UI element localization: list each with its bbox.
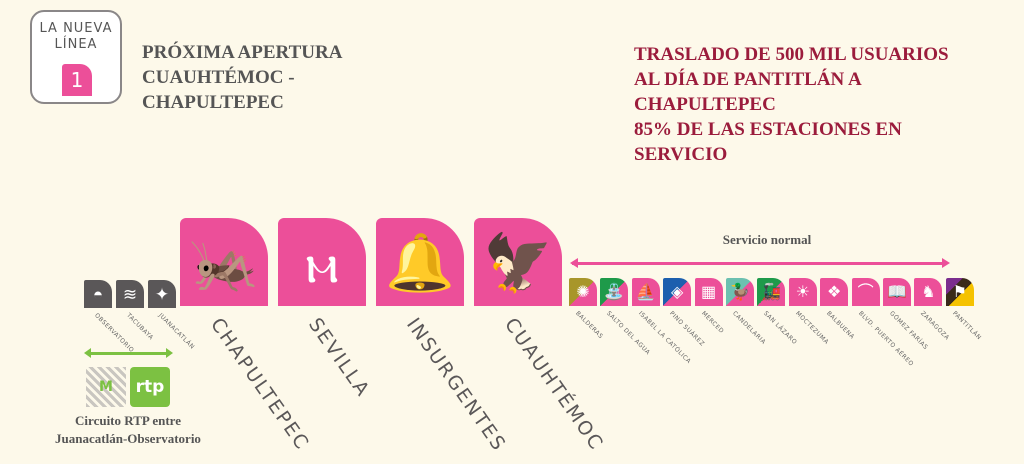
rtp-caption: Circuito RTP entre Juanacatlán-Observato… xyxy=(30,412,226,448)
station-label: INSURGENTES xyxy=(401,314,511,456)
heading-line: CHAPULTEPEC xyxy=(142,92,284,113)
caption-line: Juanacatlán-Observatorio xyxy=(55,431,201,446)
headdress-icon[interactable]: ☀ xyxy=(788,278,817,306)
flower-pattern-icon[interactable]: ❖ xyxy=(820,278,849,306)
station-label: SAN LÁZARO xyxy=(762,310,799,347)
book-icon[interactable]: 📖 xyxy=(883,278,911,306)
heading-line: SERVICIO xyxy=(634,144,728,165)
cannon-icon[interactable]: ✺ xyxy=(569,278,597,306)
station-label: ZARAGOZA xyxy=(919,310,952,342)
flags-icon[interactable]: ⚑ xyxy=(945,278,974,306)
bell-icon[interactable]: 🔔 xyxy=(376,218,464,306)
caption-line: Circuito RTP entre xyxy=(75,413,181,428)
aqueduct-icon[interactable]: ⲙ xyxy=(278,218,366,306)
service-normal-label: Servicio normal xyxy=(722,232,812,247)
ship-icon[interactable]: ⛵ xyxy=(631,278,660,306)
station-label: SEVILLA xyxy=(303,314,375,402)
horse-rider-icon[interactable]: ♞ xyxy=(914,278,943,306)
heading-line: AL DÍA DE PANTITLÁN A xyxy=(634,69,862,90)
station-label: PANTITLÁN xyxy=(950,310,983,342)
grasshopper-icon[interactable]: 🦗 xyxy=(180,218,268,306)
rtp-logo: rtp xyxy=(130,367,170,407)
transfer-heading: TRASLADO DE 500 MIL USUARIOS AL DÍA DE P… xyxy=(634,42,949,167)
duck-icon[interactable]: 🦆 xyxy=(726,278,754,306)
station-label: MOCTEZUMA xyxy=(793,310,830,346)
station-label: CUAUHTÉMOC xyxy=(499,314,608,455)
heading-line: CHAPULTEPEC xyxy=(634,94,776,115)
station-label: JUANACATLÁN xyxy=(157,312,196,351)
station-label: BALDERAS xyxy=(574,310,605,341)
station-label: TACUBAYA xyxy=(125,312,155,342)
rtp-circuit-arrow xyxy=(84,348,173,358)
station-label: ISABEL LA CATÓLICA xyxy=(636,310,693,366)
station-label: BALBUENA xyxy=(825,310,856,341)
logo-text-line2: LÍNEA xyxy=(54,37,98,52)
market-icon[interactable]: ▦ xyxy=(694,278,723,306)
service-arrow xyxy=(570,258,950,268)
linea-1-logo: LA NUEVA LÍNEA 1 xyxy=(30,10,122,104)
heading-line: 85% DE LAS ESTACIONES EN xyxy=(634,119,902,140)
opening-heading: PRÓXIMA APERTURA CUAUHTÉMOC - CHAPULTEPE… xyxy=(142,40,342,115)
pyramid-icon[interactable]: ◈ xyxy=(663,278,692,306)
heading-line: PRÓXIMA APERTURA xyxy=(142,42,343,63)
line-number-badge: 1 xyxy=(62,64,92,96)
water-jar-icon[interactable]: ≋ xyxy=(116,280,144,308)
metro-logo: M xyxy=(86,367,126,407)
train-icon[interactable]: 🚂 xyxy=(757,278,786,306)
station-label: BLVD. PUERTO AÉREO xyxy=(856,310,915,368)
eagle-head-icon[interactable]: 🦅 xyxy=(474,218,562,306)
butterfly-icon[interactable]: ✦ xyxy=(148,280,176,308)
station-label: MERCED xyxy=(699,310,725,336)
logo-text-line1: LA NUEVA xyxy=(39,21,113,36)
airport-icon[interactable]: ⌒ xyxy=(851,278,880,306)
heading-line: TRASLADO DE 500 MIL USUARIOS xyxy=(634,44,949,65)
heading-line: CUAUHTÉMOC - xyxy=(142,67,295,88)
observatory-icon[interactable]: ◓ xyxy=(84,280,112,308)
fountain-icon[interactable]: ⛲ xyxy=(600,278,629,306)
